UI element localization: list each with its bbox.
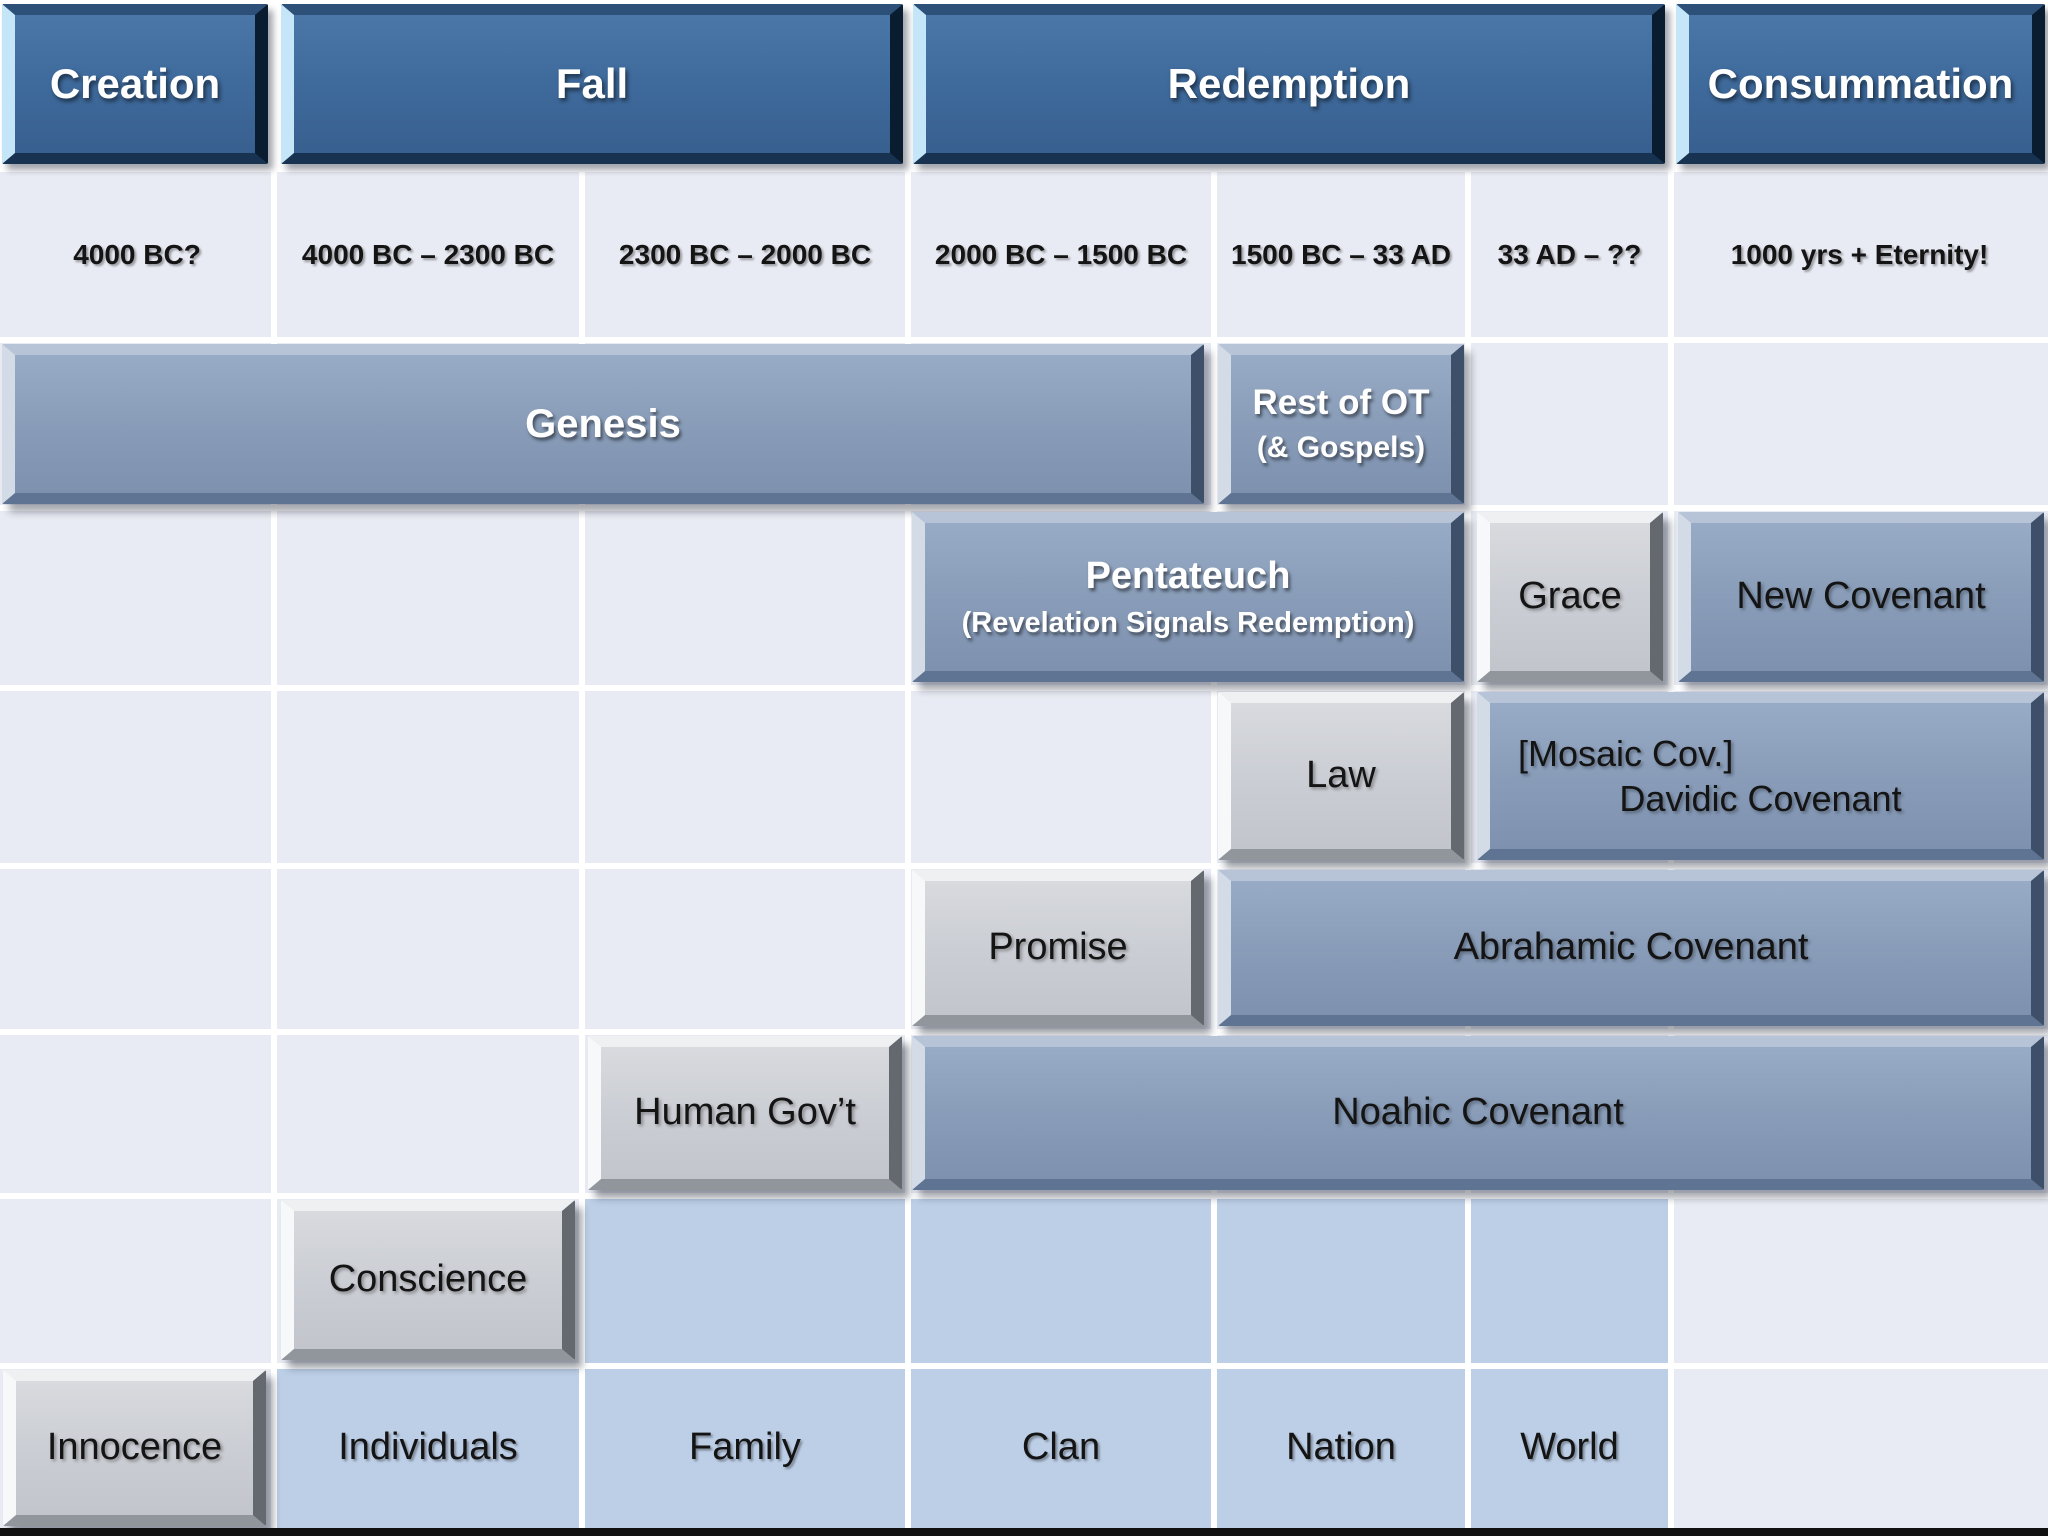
grid-hline-2	[0, 505, 2048, 511]
grid-vline-3	[905, 172, 911, 1528]
new-covenant-label: New Covenant	[1736, 575, 1986, 618]
noahic-covenant-label: Noahic Covenant	[1332, 1091, 1624, 1134]
period-label-4: 2000 BC – 1500 BC	[934, 238, 1188, 270]
pentateuch-sub-label: (Revelation Signals Redemption)	[961, 606, 1415, 639]
era-label-fall: Fall	[555, 59, 629, 107]
grid-hline-7	[0, 1363, 2048, 1369]
scope-label-world: World	[1520, 1425, 1619, 1468]
grid-vline-2	[579, 172, 585, 1528]
period-label-6: 33 AD – ??	[1497, 238, 1642, 270]
period-label-2: 4000 BC – 2300 BC	[301, 238, 555, 270]
box-law: Law	[1218, 692, 1464, 860]
rest-of-ot-sub-label: (& Gospels)	[1256, 431, 1426, 465]
law-label: Law	[1306, 754, 1376, 797]
period-label-7: 1000 yrs + Eternity!	[1730, 238, 1989, 270]
rest-of-ot-label: Rest of OT	[1252, 383, 1430, 423]
scope-cells-row8	[582, 1196, 1671, 1366]
box-new-covenant: New Covenant	[1678, 512, 2044, 682]
box-human-govt: Human Gov’t	[588, 1036, 902, 1190]
box-rest-of-ot: Rest of OT (& Gospels)	[1218, 344, 1464, 504]
human-govt-label: Human Gov’t	[634, 1091, 856, 1134]
promise-label: Promise	[988, 926, 1128, 969]
grid-vline-5	[1465, 172, 1471, 1528]
grid-hline-6	[0, 1193, 2048, 1199]
grid-hline-4	[0, 863, 2048, 869]
period-label-5: 1500 BC – 33 AD	[1231, 238, 1451, 270]
scope-label-clan: Clan	[1021, 1425, 1101, 1468]
era-header-consummation: Consummation	[1676, 4, 2045, 164]
abrahamic-covenant-label: Abrahamic Covenant	[1453, 926, 1809, 969]
scope-label-family: Family	[689, 1425, 801, 1468]
era-label-creation: Creation	[49, 59, 221, 107]
box-noahic-covenant: Noahic Covenant	[912, 1036, 2044, 1190]
grid-hline-1	[0, 337, 2048, 343]
era-header-fall: Fall	[281, 4, 903, 164]
grace-label: Grace	[1518, 575, 1622, 618]
pentateuch-label: Pentateuch	[1085, 555, 1291, 598]
era-header-redemption: Redemption	[913, 4, 1665, 164]
scope-label-nation: Nation	[1286, 1425, 1396, 1468]
davidic-covenant-label: Davidic Covenant	[1619, 778, 1902, 819]
conscience-label: Conscience	[328, 1258, 528, 1301]
grid-vline-4	[1211, 172, 1217, 1528]
period-label-3: 2300 BC – 2000 BC	[618, 238, 872, 270]
box-conscience: Conscience	[281, 1200, 575, 1360]
grid-vline-1	[271, 172, 277, 1528]
scope-label-individuals: Individuals	[338, 1425, 518, 1468]
grid-hline-5	[0, 1029, 2048, 1035]
box-mosaic-davidic: [Mosaic Cov.] Davidic Covenant	[1477, 692, 2044, 860]
box-genesis: Genesis	[2, 344, 1204, 504]
scope-cells-row9	[274, 1366, 1671, 1528]
innocence-label: Innocence	[46, 1426, 223, 1469]
box-abrahamic-covenant: Abrahamic Covenant	[1218, 870, 2044, 1026]
era-label-redemption: Redemption	[1167, 59, 1411, 107]
bottom-border-bar	[0, 1528, 2048, 1536]
box-pentateuch: Pentateuch (Revelation Signals Redemptio…	[912, 512, 1464, 682]
box-grace: Grace	[1477, 512, 1663, 682]
genesis-label: Genesis	[525, 402, 681, 446]
period-label-1: 4000 BC?	[73, 238, 201, 270]
box-innocence: Innocence	[3, 1370, 266, 1526]
box-promise: Promise	[912, 870, 1204, 1026]
era-label-consummation: Consummation	[1707, 59, 2014, 107]
era-header-creation: Creation	[2, 4, 268, 164]
mosaic-covenant-label: [Mosaic Cov.]	[1518, 733, 1734, 774]
grid-hline-3	[0, 685, 2048, 691]
